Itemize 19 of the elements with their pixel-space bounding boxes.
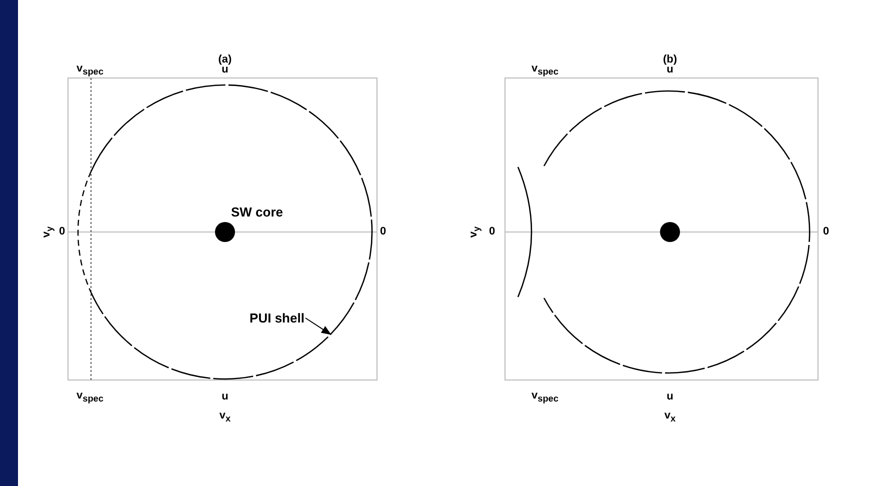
axis-tick-label: u — [666, 64, 674, 76]
axis-tick-label: v$_{spec}$ — [532, 63, 558, 77]
axis-title: v$_{x}$ — [219, 410, 231, 424]
annotation-label: SW core — [231, 206, 283, 218]
axis-tick-label: u — [222, 392, 228, 402]
axis-tick-label: 0 — [822, 226, 830, 238]
axis-tick-label: v$_{spec}$ — [76, 63, 104, 77]
axis-tick-label: v$_{spec}$ — [76, 390, 104, 404]
leader-line — [304, 318, 332, 335]
panel-label: (b) — [662, 54, 678, 66]
axis-title: v$_{x}$ — [664, 410, 676, 424]
axis-tick-label: u — [222, 64, 228, 76]
axis-tick-label: 0 — [488, 226, 496, 238]
axis-tick-label: 0 — [380, 226, 386, 238]
callout-label: PUI shell — [250, 312, 304, 324]
panel-label: (a) — [218, 54, 232, 66]
axis-tick-label: v$_{spec}$ — [532, 390, 558, 404]
axis-tick-label: u — [666, 392, 674, 402]
axis-tick-label: 0 — [58, 226, 66, 238]
